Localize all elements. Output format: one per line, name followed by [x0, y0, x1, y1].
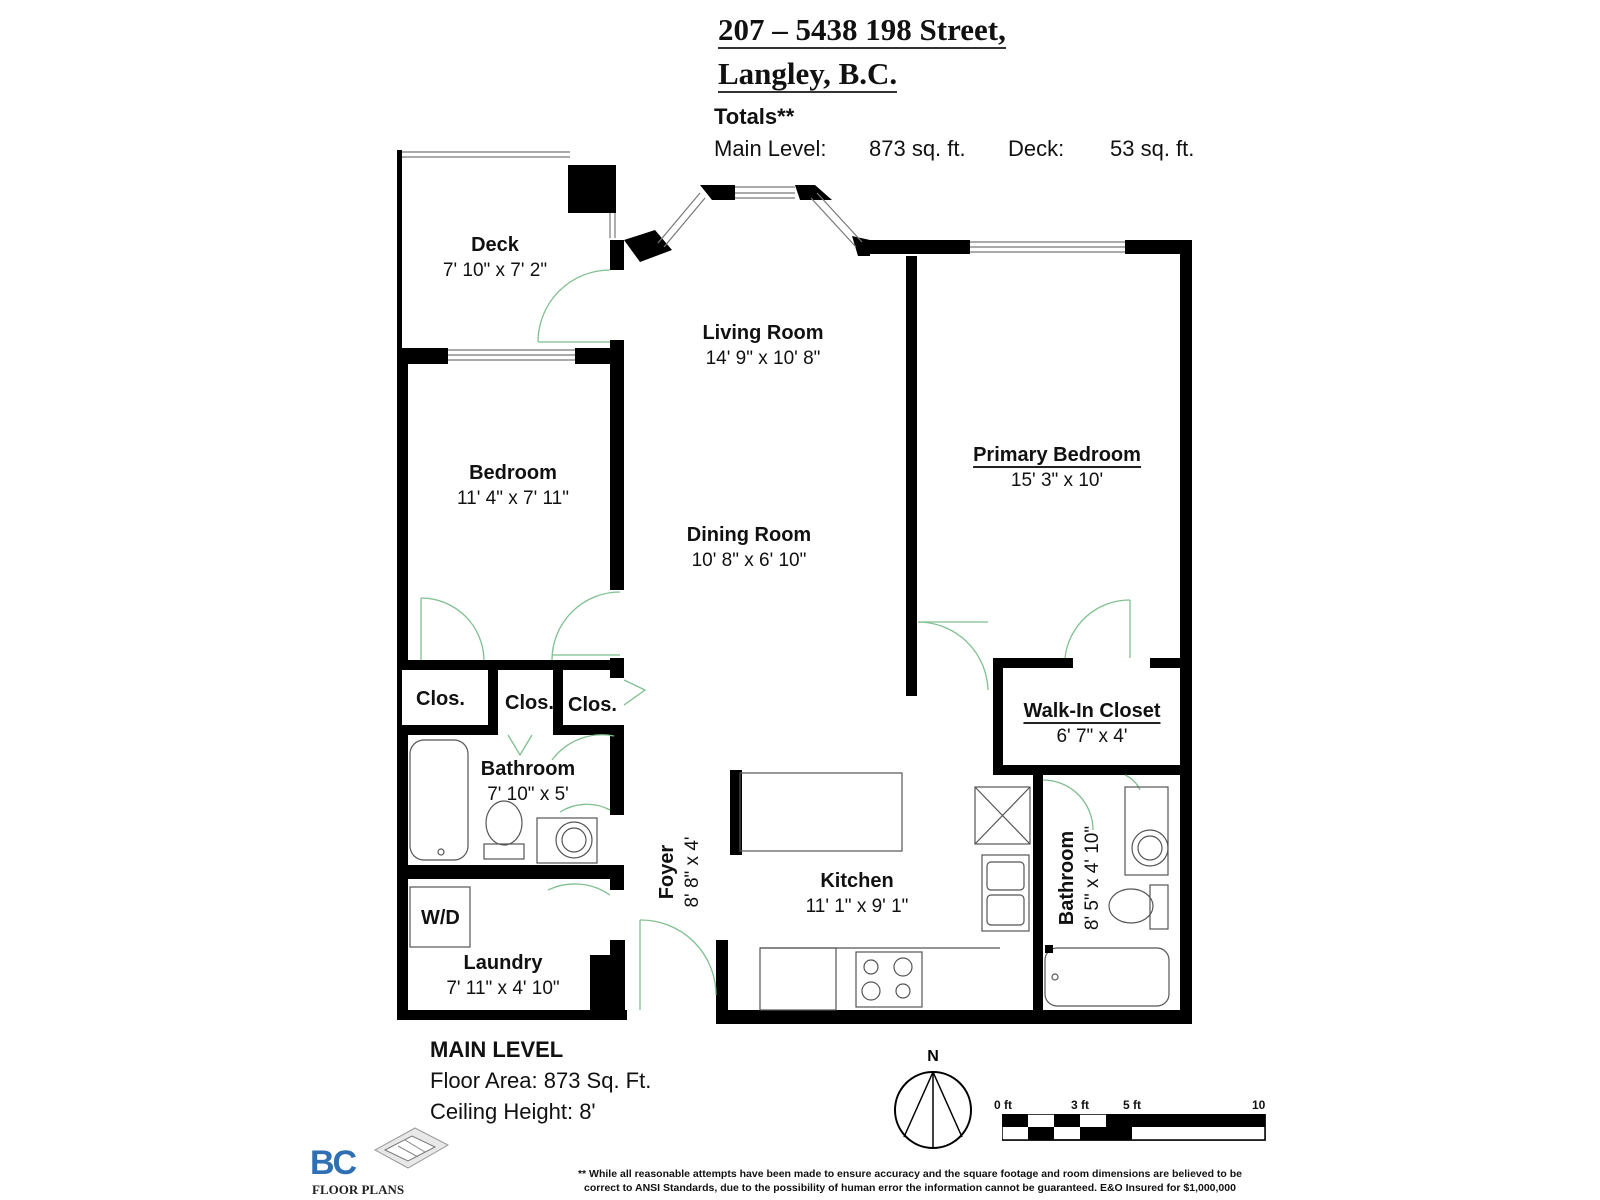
kitchen-sink [981, 854, 1030, 932]
totals-main-value: 873 sq. ft. [869, 136, 966, 161]
room-bath1-dims: 7' 10" x 5' [487, 784, 569, 805]
floor-area: Floor Area: 873 Sq. Ft. [430, 1068, 652, 1093]
scale-bar: 0 ft 3 ft 5 ft 10 ft [994, 1098, 1266, 1141]
room-deck-name: Deck [471, 234, 519, 256]
room-bedroom-dims: 11' 4" x 7' 11" [457, 488, 569, 509]
level-info: MAIN LEVEL Floor Area: 873 Sq. Ft. Ceili… [430, 1034, 651, 1127]
room-dining-dims: 10' 8" x 6' 10" [691, 550, 807, 571]
compass-north-label: N [927, 1048, 939, 1065]
vanity-2 [1124, 786, 1169, 876]
toilet-tank-2 [1149, 884, 1169, 930]
room-bathroom-1: Bathroom 7' 10" x 5' [481, 756, 575, 808]
washer-dryer [409, 886, 471, 948]
sink-1 [555, 821, 593, 859]
logo-letters: BC [310, 1144, 357, 1182]
level-heading: MAIN LEVEL [430, 1037, 564, 1062]
bathtub-1 [409, 739, 469, 861]
toilet-bowl-2 [1108, 888, 1154, 924]
room-kitchen-dims: 11' 1" x 9' 1" [805, 896, 909, 917]
fridge [974, 786, 1031, 845]
room-kitchen-name: Kitchen [820, 870, 894, 892]
kitchen-island [739, 772, 903, 852]
logo-text: FLOOR PLANS [312, 1182, 405, 1197]
vanity-1 [536, 817, 598, 864]
room-walkin-name: Walk-In Closet [1023, 700, 1161, 724]
room-walkin-dims: 6' 7" x 4' [1056, 726, 1128, 747]
room-closet-2: Clos. [505, 692, 554, 714]
compass: N [894, 1048, 972, 1149]
room-laundry: Laundry 7' 11" x 4' 10" [446, 950, 559, 1002]
toilet-bowl-1 [485, 800, 523, 846]
tub-drain-1 [437, 848, 445, 856]
room-bedroom-name: Bedroom [469, 462, 557, 484]
room-living: Living Room 14' 9" x 10' 8" [702, 320, 823, 372]
room-bath2-name: Bathroom [1056, 830, 1078, 926]
room-living-dims: 14' 9" x 10' 8" [705, 348, 821, 369]
room-bedroom: Bedroom 11' 4" x 7' 11" [457, 460, 569, 512]
totals-deck-label: Deck: [1008, 136, 1065, 161]
walls [397, 150, 1192, 1024]
disclaimer: ** While all reasonable attempts have be… [480, 1167, 1340, 1195]
totals-heading: Totals** [714, 104, 795, 129]
room-foyer-dims: 8' 8" x 4' [682, 836, 703, 908]
room-primary-dims: 15' 3" x 10' [1010, 470, 1104, 491]
room-laundry-dims: 7' 11" x 4' 10" [446, 978, 560, 999]
disclaimer-line-2: correct to ANSI Standards, due to the po… [584, 1182, 1236, 1194]
toilet-tank-1 [483, 843, 525, 860]
fixtures [409, 739, 1170, 1011]
room-primary-name: Primary Bedroom [973, 444, 1141, 468]
room-bathroom-2: Bathroom 8' 5" x 4' 10" [1050, 820, 1110, 940]
door-swings [420, 269, 1141, 1010]
window-lines [402, 151, 1125, 361]
room-closet-3: Clos. [568, 694, 617, 716]
washer-dryer-label: W/D [421, 907, 460, 929]
scale-label-0: 0 ft [994, 1098, 1012, 1112]
bc-floor-plans-logo: BC FLOOR PLANS [310, 1120, 450, 1197]
room-primary-bedroom: Primary Bedroom 15' 3" x 10' [973, 442, 1141, 494]
room-dining: Dining Room 10' 8" x 6' 10" [687, 522, 811, 574]
room-bath2-dims: 8' 5" x 4' 10" [1082, 825, 1103, 931]
room-laundry-name: Laundry [463, 952, 543, 974]
room-bath1-name: Bathroom [480, 758, 576, 780]
room-walkin-closet: Walk-In Closet 6' 7" x 4' [1023, 698, 1161, 750]
address-line-2: Langley, B.C. [718, 56, 898, 93]
address-line-1: 207 – 5438 198 Street, [718, 12, 1006, 49]
room-foyer-name: Foyer [656, 844, 678, 900]
room-living-name: Living Room [702, 322, 824, 344]
room-deck: Deck 7' 10" x 7' 2" [443, 232, 547, 284]
scale-label-3: 3 ft [1071, 1098, 1089, 1112]
room-deck-dims: 7' 10" x 7' 2" [442, 260, 548, 281]
ceiling-height: Ceiling Height: 8' [430, 1099, 596, 1124]
disclaimer-line-1: ** While all reasonable attempts have be… [577, 1168, 1243, 1180]
totals-deck-value: 53 sq. ft. [1110, 136, 1195, 161]
address-title: 207 – 5438 198 Street, Langley, B.C. [718, 10, 1006, 94]
room-closet-1: Clos. [416, 688, 465, 710]
stove [855, 951, 923, 1008]
scale-label-5: 5 ft [1123, 1098, 1141, 1112]
dishwasher [759, 947, 837, 1011]
totals-main-label: Main Level: [714, 136, 827, 161]
bathtub-2 [1044, 947, 1170, 1007]
logo-house-icon [373, 1127, 450, 1169]
room-foyer: Foyer 8' 8" x 4' [648, 827, 708, 917]
room-kitchen: Kitchen 11' 1" x 9' 1" [806, 868, 909, 920]
room-dining-name: Dining Room [686, 524, 812, 546]
sink-2 [1131, 829, 1169, 867]
